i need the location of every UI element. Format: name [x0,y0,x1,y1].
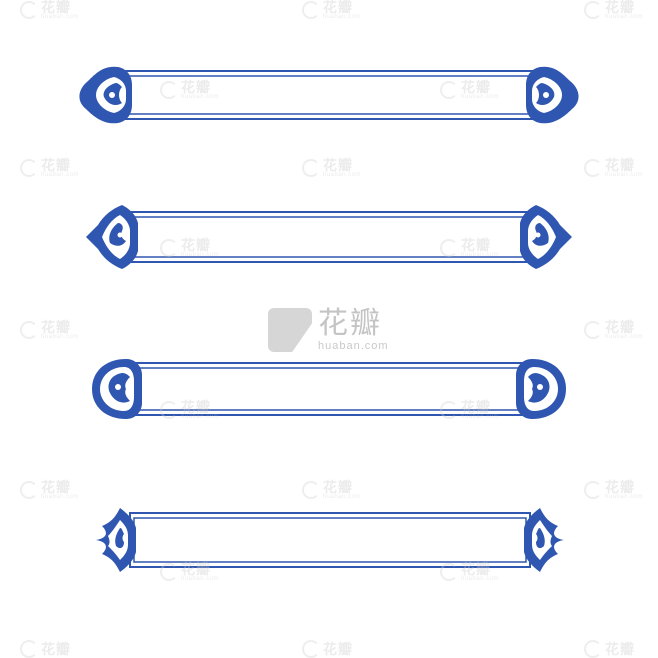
frame-2-bar [123,211,535,263]
frame-2-right-ornament [520,205,572,269]
frame-2-inner-bar [127,216,531,258]
frame-3-right-ornament [516,359,566,419]
frame-2 [86,205,572,269]
frame-3 [92,359,566,419]
frame-4-bar [129,512,531,568]
frame-1-inner-bar [123,75,532,115]
frame-1-left-ornament [79,66,132,124]
frame-4 [96,508,564,572]
frame-3-left-ornament [92,359,142,419]
frame-3-inner-bar [129,367,527,411]
frame-4-left-ornament [96,508,136,572]
frame-1 [79,66,579,124]
frame-1-bar [119,70,536,120]
frame-4-right-ornament [524,508,564,572]
frame-2-left-ornament [86,205,138,269]
frame-1-right-ornament [526,66,579,124]
frame-3-bar [125,362,531,416]
frame-4-inner-bar [133,517,527,563]
